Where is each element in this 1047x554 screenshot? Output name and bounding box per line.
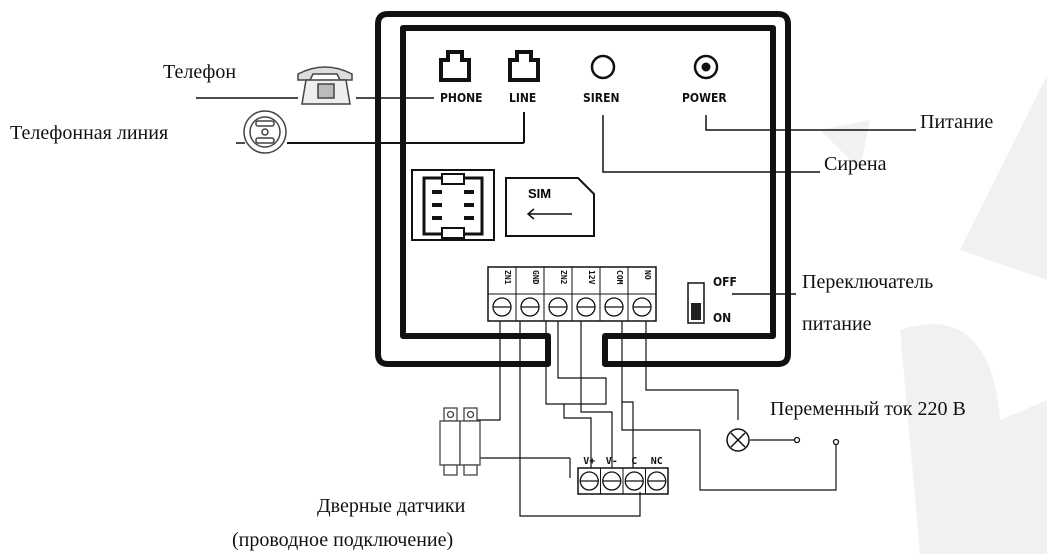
device-housing [375, 11, 791, 367]
terminal-label: ZN2 [559, 270, 568, 285]
lamp-icon [726, 428, 750, 452]
terminal-label: GND [531, 270, 540, 285]
power-port: POWER [682, 54, 727, 105]
callout-ac: Переменный ток 220 В [770, 398, 966, 420]
line-port: LINE [508, 50, 540, 105]
ac-terminals [793, 436, 840, 446]
callout-sensors-1: Дверные датчики [317, 495, 466, 517]
callout-sensors-2: (проводное подключение) [232, 529, 453, 551]
power-switch[interactable]: OFF ON [687, 275, 737, 325]
relay-terminal-label: C [631, 456, 637, 467]
switch-on-label: ON [713, 311, 731, 325]
door-sensor-icon [439, 407, 481, 476]
callout-siren: Сирена [824, 153, 887, 175]
switch-off-label: OFF [713, 275, 737, 289]
terminal-label: 12V [587, 270, 596, 285]
wiring [476, 321, 837, 517]
sim-label: SIM [528, 186, 551, 201]
line-port-label: LINE [509, 91, 536, 105]
relay-terminal-label: NC [651, 456, 663, 467]
phone-port: PHONE [439, 50, 483, 105]
watermark [820, 75, 1047, 554]
phone-port-label: PHONE [440, 91, 483, 105]
siren-port: SIREN [583, 54, 620, 105]
relay-terminal-label: V+ [583, 456, 595, 467]
terminal-label: ZN1 [503, 270, 512, 285]
phone-line-socket-icon [243, 110, 287, 154]
power-port-label: POWER [682, 91, 727, 105]
callout-lines [196, 97, 916, 295]
relay-terminal-label: V- [606, 456, 618, 467]
terminal-block: ZN1 GND ZN2 12V COM NO [487, 266, 657, 322]
siren-port-label: SIREN [583, 91, 620, 105]
terminal-label: COM [615, 270, 624, 285]
sim-holder [411, 169, 495, 241]
telephone-icon [297, 66, 353, 105]
relay-terminal-block: V+ V- C NC [577, 456, 669, 495]
callout-power: Питание [920, 111, 993, 133]
terminal-label: NO [643, 270, 652, 280]
callout-switch-2: питание [802, 313, 872, 335]
sim-slot: SIM [505, 177, 595, 237]
callout-switch-1: Переключатель [802, 271, 933, 293]
callout-line: Телефонная линия [10, 122, 168, 144]
callout-phone: Телефон [163, 61, 236, 83]
